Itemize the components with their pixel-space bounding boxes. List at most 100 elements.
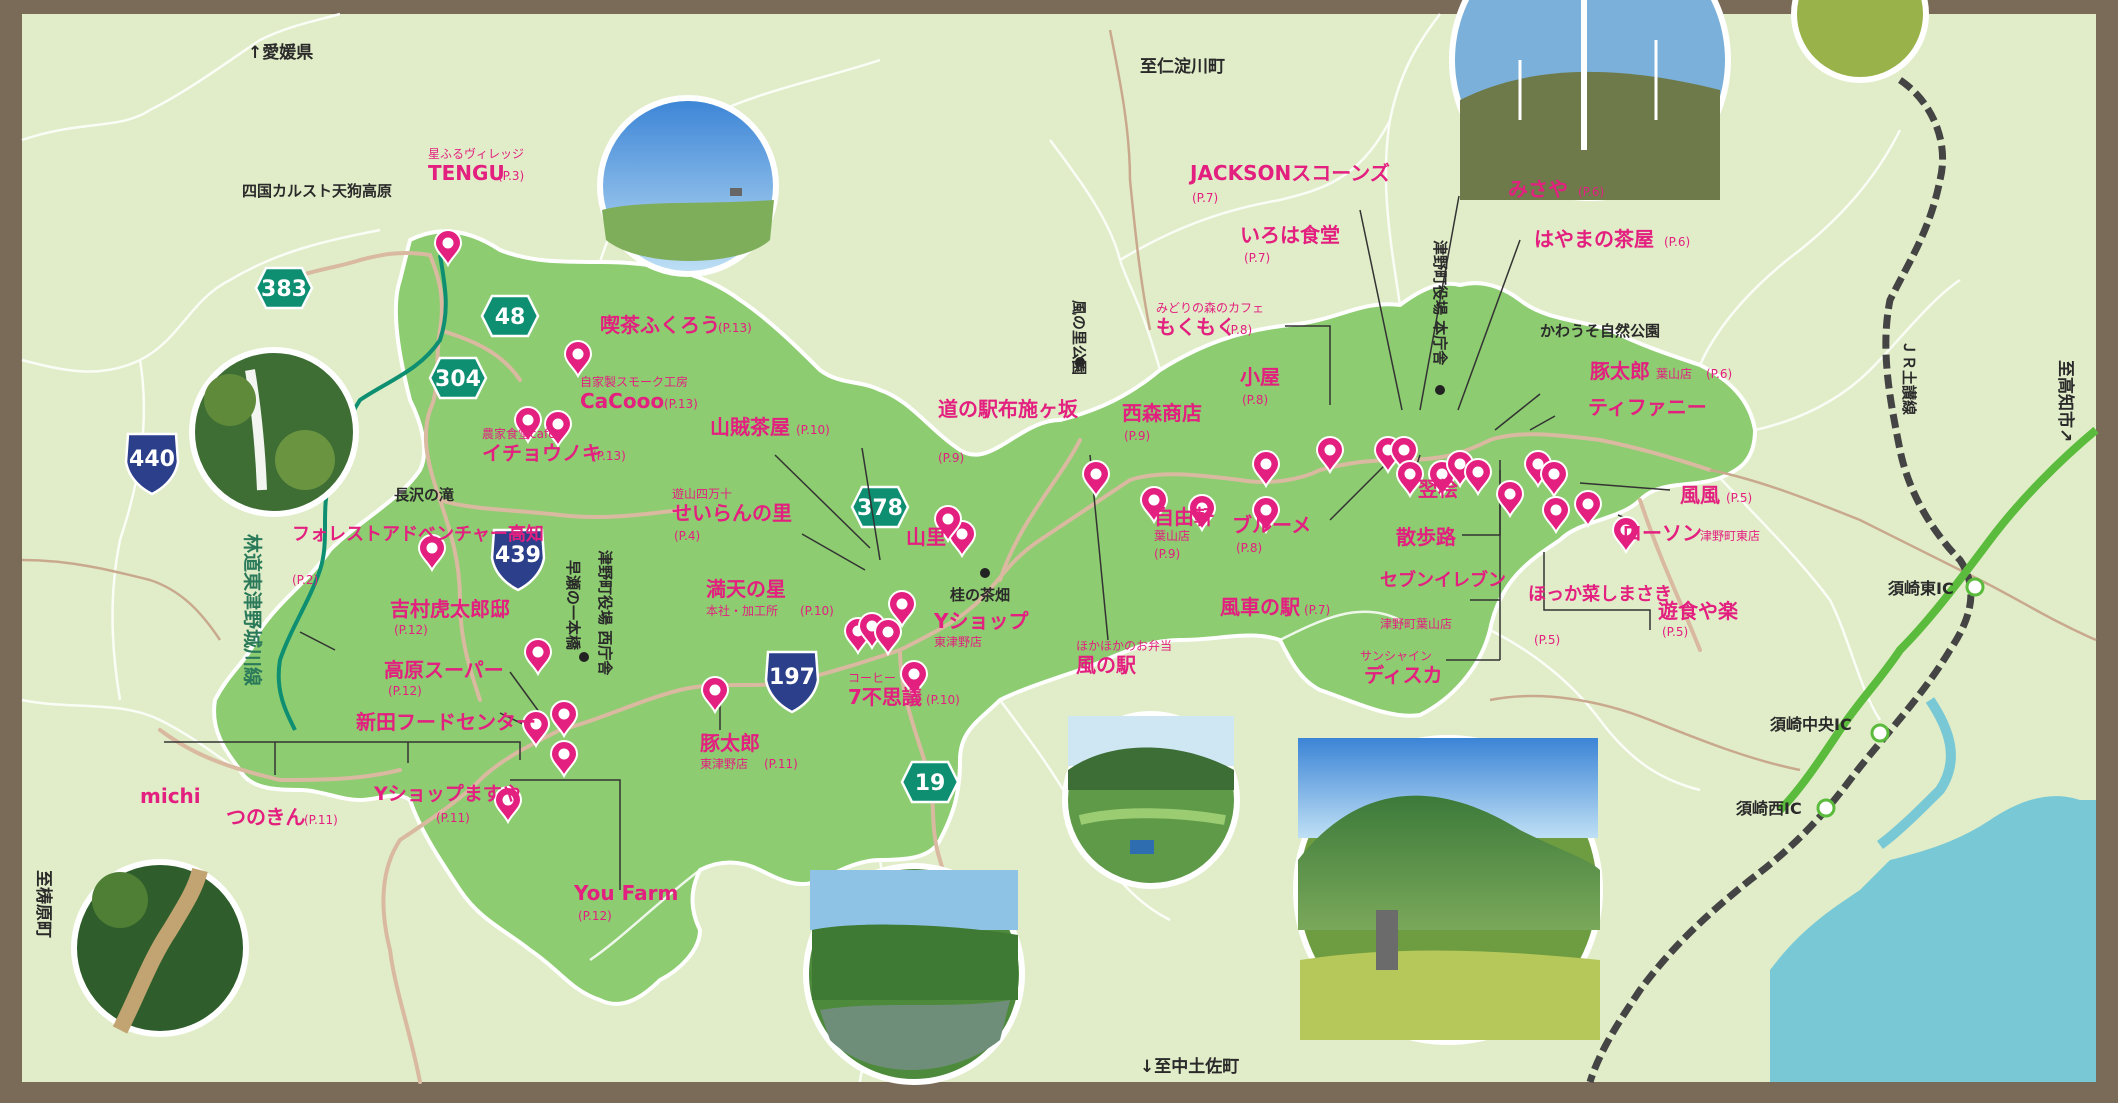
poi-kazenoeki-name: 風の駅 [1076,653,1136,677]
poi-hokkana-name: ほっか菜しまさき [1528,584,1672,605]
label-susaki-west-ic: 須崎西IC [1735,799,1802,818]
route-378-label: 378 [857,496,903,521]
poi-sanzoku-name: 山賊茶屋 [710,415,790,439]
poi-blume-name: ブルーメ [1232,513,1311,537]
poi-iroha-page: (P.7) [1244,251,1270,265]
label-jr-line: ＪＲ土讃線 [1900,340,1918,415]
poi-butataro-hayama-sub: 葉山店 [1656,367,1692,381]
tsuno-town-area [212,229,1757,1006]
poi-sanpomichi-name: 散歩路 [1396,525,1457,549]
poi-manten-sub: 本社・加工所 [706,603,778,618]
photo-top-right [1791,0,1929,83]
poi-seiran-sub: 遊山四万十 [672,486,732,501]
poi-seven-eleven-sub: 津野町葉山店 [1380,617,1452,631]
label-hayase-bridge: 早瀬の一本橋 [564,560,582,651]
poi-yshop-higashi-name: Yショップ [933,609,1029,633]
jr-railway [1586,77,1975,1084]
poi-you-farm-page: (P.12) [578,909,612,923]
direction-niyodogawa: 至仁淀川町 [1140,56,1225,77]
route-shield-19: 19 [900,760,960,804]
poi-manten-name: 満天の星 [706,577,786,601]
direction-yusuhara: 至梼原町 [33,870,54,938]
poi-mokumoku-sub: みどりの森のカフェ [1156,300,1264,315]
route-304-label: 304 [435,367,481,392]
route-shield-439: 439 [490,528,546,592]
label-kawauso-park: かわうそ自然公園 [1540,322,1660,340]
poi-lawson-name: ローソン [1622,521,1702,545]
photo-waterfall [189,347,359,517]
photo-park [1293,735,1603,1045]
poi-kissa-fukurou-page: (P.13) [718,321,752,335]
poi-butataro-higashi-name: 豚太郎 [700,731,760,755]
poi-mokumoku-name: もくもく [1156,315,1236,339]
route-383-label: 383 [261,277,307,302]
bay-inlet [1876,697,1956,849]
ic-markers [1816,577,1985,818]
poi-ichounoki-sub: 農家食堂café [482,426,556,441]
poi-lawson-sub: 津野町東店 [1700,529,1760,543]
expressway [1777,426,2099,813]
poi-hokkana-page: (P.5) [1534,633,1560,647]
route-440-label: 440 [129,447,175,472]
poi-hayama-chaya-name: はやまの茶屋 [1534,227,1654,251]
poi-misaya-page: (P.6) [1578,185,1604,199]
poi-fufu-page: (P.5) [1726,491,1752,505]
poi-forest-adventure-name: フォレストアドベンチャー高知 [292,523,544,545]
poi-nitta-food-name: 新田フードセンター [356,710,536,734]
route-shield-48: 48 [480,294,540,338]
poi-disca-name: ディスカ [1364,663,1443,687]
label-susaki-center-ic: 須崎中央IC [1769,715,1852,734]
route-48-label: 48 [495,305,526,330]
poi-asunaro-name: 翌桧 [1418,477,1458,501]
poi-fusegasaka-name: 道の駅布施ヶ坂 [938,397,1079,421]
route-19-label: 19 [915,771,946,796]
poi-kogen-super-name: 高原スーパー [384,658,504,682]
poi-yoshimura-page: (P.12) [394,623,428,637]
poi-tsunokin-page: (P.11) [304,813,338,827]
poi-yushokuyaraku-page: (P.5) [1662,625,1688,639]
route-shield-304: 304 [428,356,488,400]
poi-seiran-name: せいらんの里 [672,501,792,525]
route-shield-383: 383 [254,266,314,310]
poi-yshop-masuya-name: Yショップますや [373,782,521,805]
poi-cacooo-sub: 自家製スモーク工房 [580,374,688,389]
poi-nishimori-name: 西森商店 [1122,401,1202,425]
label-katsura-tea: 桂の茶畑 [949,586,1010,604]
photo-tea-field [1062,711,1240,889]
poi-fusegasaka-page: (P.9) [938,451,964,465]
direction-nakatosa: ↓至中土佐町 [1140,1056,1239,1077]
poi-hayama-chaya-page: (P.6) [1664,235,1690,249]
photo-forest-path [71,859,249,1037]
poi-tengu-page: (P.3) [498,169,524,183]
poi-michi-name: michi [140,784,201,808]
poi-fushanoeki-name: 風車の駅 [1220,595,1300,619]
poi-mokumoku-page: (P.8) [1226,323,1252,337]
direction-ehime: ↑愛媛県 [248,42,313,63]
route-shield-197: 197 [764,650,820,714]
minor-roads [21,29,2097,772]
poi-jiyuken-page: (P.9) [1154,547,1180,561]
poi-butataro-hayama-name: 豚太郎 [1590,359,1650,383]
poi-iroha-name: いろは食堂 [1240,223,1340,247]
poi-disca-sub: サンシャイン [1360,649,1432,663]
poi-yamazato-name: 山里 [906,525,946,549]
poi-fufu-name: 風風 [1680,483,1720,507]
direction-kochi: 至高知市↗ [2055,360,2076,442]
poi-sanzoku-page: (P.10) [796,423,830,437]
route-shield-378: 378 [850,485,910,529]
sea-area [1770,796,2096,1082]
poi-manten-page: (P.10) [800,604,834,618]
poi-forest-adventure-page: (P.2) [292,573,318,587]
poi-yshop-masuya-page: (P.11) [436,811,470,825]
poi-labels: 星ふるヴィレッジ TENGU (P.3) 喫茶ふくろう (P.13) 自家製スモ… [140,146,1760,923]
label-town-hall-main: 津野町役場 本庁舎 [1431,240,1449,366]
poi-yoshimura-name: 吉村虎太郎邸 [390,597,510,621]
poi-kogen-super-page: (P.12) [388,684,422,698]
poi-jackson-page: (P.7) [1192,191,1218,205]
poi-jiyuken-sub: 葉山店 [1154,529,1190,543]
photo-river [803,863,1025,1085]
route-197-label: 197 [769,665,815,690]
poi-cacooo-page: (P.13) [664,397,698,411]
